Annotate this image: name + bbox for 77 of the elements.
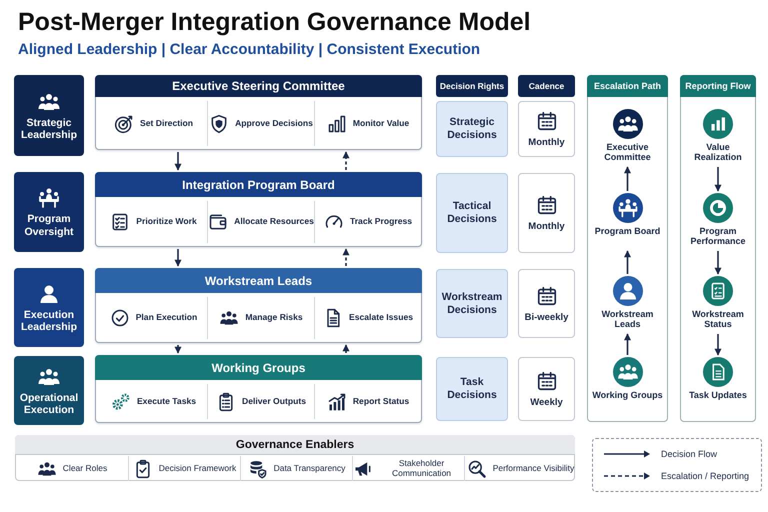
enabler-label: Performance Visibility bbox=[492, 464, 574, 474]
cadence-card bbox=[518, 173, 575, 253]
level-label: Program Oversight bbox=[23, 213, 74, 238]
arrow bbox=[714, 334, 722, 356]
panel-header: Reporting Flow bbox=[680, 75, 756, 97]
flow-label: Value Realization bbox=[693, 142, 743, 163]
cadence-label: Weekly bbox=[530, 397, 563, 408]
level-box bbox=[14, 75, 84, 156]
cadence-label: Bi-weekly bbox=[524, 312, 568, 322]
activity-label: Allocate Resources bbox=[234, 217, 314, 227]
column-header: Decision Rights bbox=[436, 75, 508, 97]
activity-label: Prioritize Work bbox=[136, 217, 197, 227]
decision-card: Task Decisions bbox=[436, 357, 508, 421]
activity-label: Deliver Outputs bbox=[242, 396, 306, 406]
decision-card: Workstream Decisions bbox=[436, 269, 508, 338]
level-box bbox=[14, 356, 84, 425]
level-label: Operational Execution bbox=[18, 392, 80, 416]
level-panel bbox=[95, 75, 422, 150]
activity-label: Monitor Value bbox=[352, 118, 410, 128]
activity-label: Set Direction bbox=[140, 118, 193, 128]
flow-label: Program Board bbox=[594, 226, 660, 236]
level-box bbox=[14, 268, 84, 347]
arrow bbox=[714, 167, 722, 192]
enablers-panel bbox=[15, 435, 575, 481]
flow-label: Executive Committee bbox=[603, 142, 652, 163]
panel-header: Governance Enablers bbox=[15, 435, 575, 455]
enabler-label: Decision Framework bbox=[158, 464, 236, 474]
level-panel bbox=[95, 172, 422, 247]
enabler-label: Data Transparency bbox=[274, 464, 346, 474]
cadence-label: Monthly bbox=[528, 221, 565, 232]
level-label: Strategic Leadership bbox=[20, 116, 78, 142]
enabler-label: Stakeholder Communication bbox=[390, 458, 452, 478]
arrow bbox=[624, 250, 631, 274]
arrow bbox=[624, 333, 631, 355]
flow-label: Task Updates bbox=[689, 390, 747, 400]
activity-label: Report Status bbox=[352, 396, 410, 406]
arrow bbox=[624, 166, 631, 191]
arrow bbox=[174, 249, 182, 267]
level-box bbox=[14, 172, 84, 252]
panel-header: Escalation Path bbox=[587, 75, 668, 97]
level-label: Execution Leadership bbox=[20, 308, 78, 334]
panel-header: Workstream Leads bbox=[95, 268, 422, 293]
level-panel bbox=[95, 355, 422, 423]
dashed-arrow bbox=[342, 248, 350, 266]
legend-label: Escalation / Reporting bbox=[661, 471, 750, 481]
subtitle: Aligned Leadership | Clear Accountability | Consistent Execution bbox=[18, 41, 480, 58]
flow-panel bbox=[680, 75, 756, 422]
title: Post-Merger Integration Governance Model bbox=[18, 8, 531, 37]
panel-header: Working Groups bbox=[95, 355, 422, 380]
flow-panel bbox=[587, 75, 668, 422]
arrow bbox=[174, 345, 182, 354]
dashed-arrow bbox=[342, 151, 350, 170]
level-panel bbox=[95, 268, 422, 343]
cadence-card bbox=[518, 269, 575, 338]
enabler-label: Clear Roles bbox=[62, 464, 108, 474]
panel-header: Executive Steering Committee bbox=[95, 75, 422, 97]
flow-label: Program Performance bbox=[689, 226, 747, 247]
cadence-card bbox=[518, 357, 575, 421]
panel-header: Integration Program Board bbox=[95, 172, 422, 197]
dashed-arrow bbox=[342, 344, 350, 353]
activity-label: Execute Tasks bbox=[136, 396, 196, 406]
legend-label: Decision Flow bbox=[661, 449, 718, 459]
activity-label: Manage Risks bbox=[245, 313, 303, 323]
activity-label: Track Progress bbox=[350, 217, 412, 227]
flow-label: Working Groups bbox=[592, 390, 663, 400]
activity-label: Escalate Issues bbox=[348, 313, 414, 323]
activity-label: Approve Decisions bbox=[235, 118, 313, 128]
flow-label: Workstream Status bbox=[691, 309, 745, 330]
arrow bbox=[174, 152, 182, 171]
activity-label: Plan Execution bbox=[136, 313, 198, 323]
cadence-card bbox=[518, 101, 575, 157]
decision-card: Tactical Decisions bbox=[436, 173, 508, 253]
column-header: Cadence bbox=[518, 75, 575, 97]
decision-card: Strategic Decisions bbox=[436, 101, 508, 157]
cadence-label: Monthly bbox=[528, 137, 565, 148]
arrow bbox=[714, 251, 722, 275]
flow-label: Workstream Leads bbox=[600, 309, 654, 330]
